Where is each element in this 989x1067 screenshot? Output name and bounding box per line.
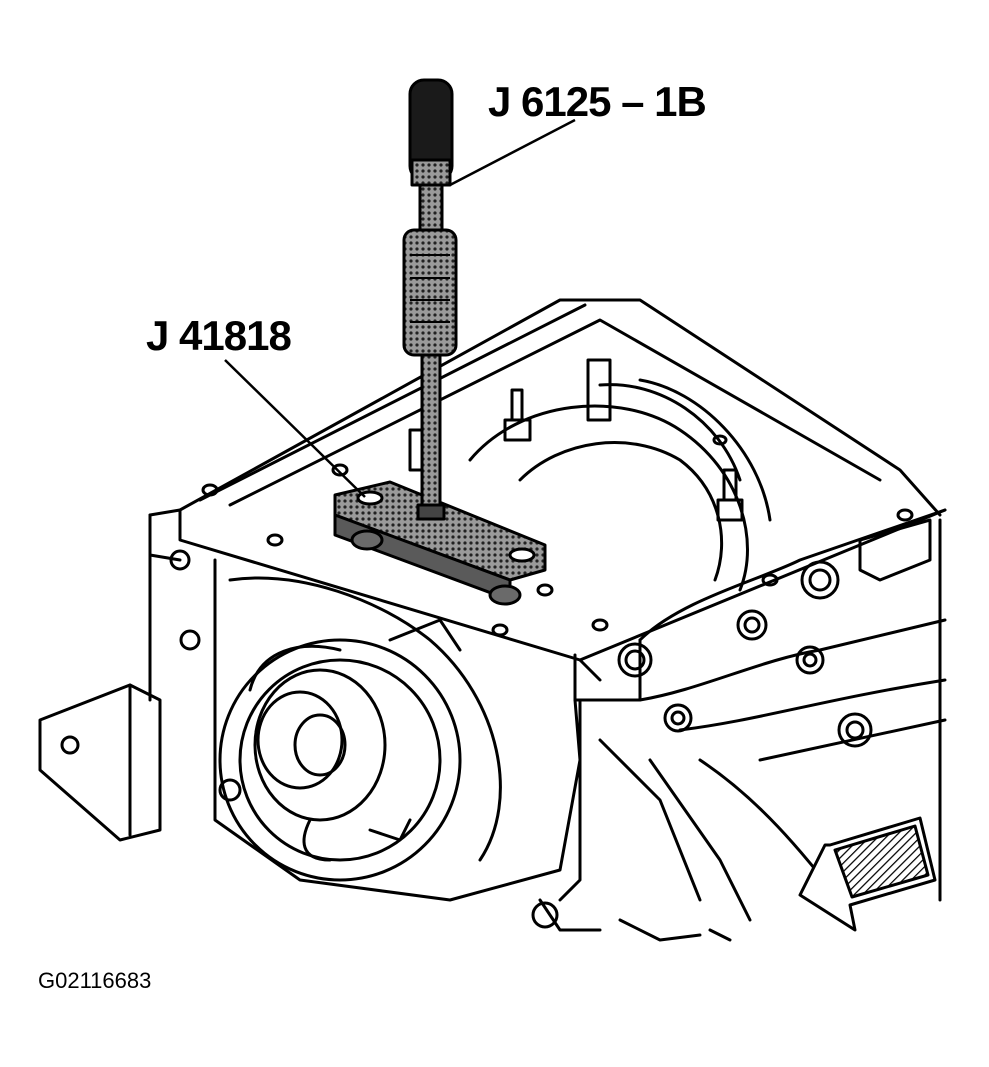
slide-hammer: [402, 78, 458, 521]
slide-hammer-label: J 6125 – 1B: [488, 78, 707, 125]
view-direction-arrow: [798, 816, 937, 932]
leader-slide-hammer: [449, 118, 576, 187]
figure-id: G02116683: [38, 968, 152, 993]
block-deck: [148, 298, 947, 702]
adapter-label: J 41818: [146, 312, 292, 359]
lower-block: [531, 698, 752, 942]
leader-lines: [224, 118, 576, 498]
deck-bolt-holes: [201, 434, 914, 637]
leader-adapter: [224, 359, 366, 498]
block-studs: [503, 388, 744, 522]
adapter-plate: [333, 480, 547, 606]
crank-seal: [248, 644, 412, 862]
left-bracket: [38, 518, 242, 842]
block-right-side: [617, 508, 947, 902]
front-cover: [213, 558, 582, 902]
